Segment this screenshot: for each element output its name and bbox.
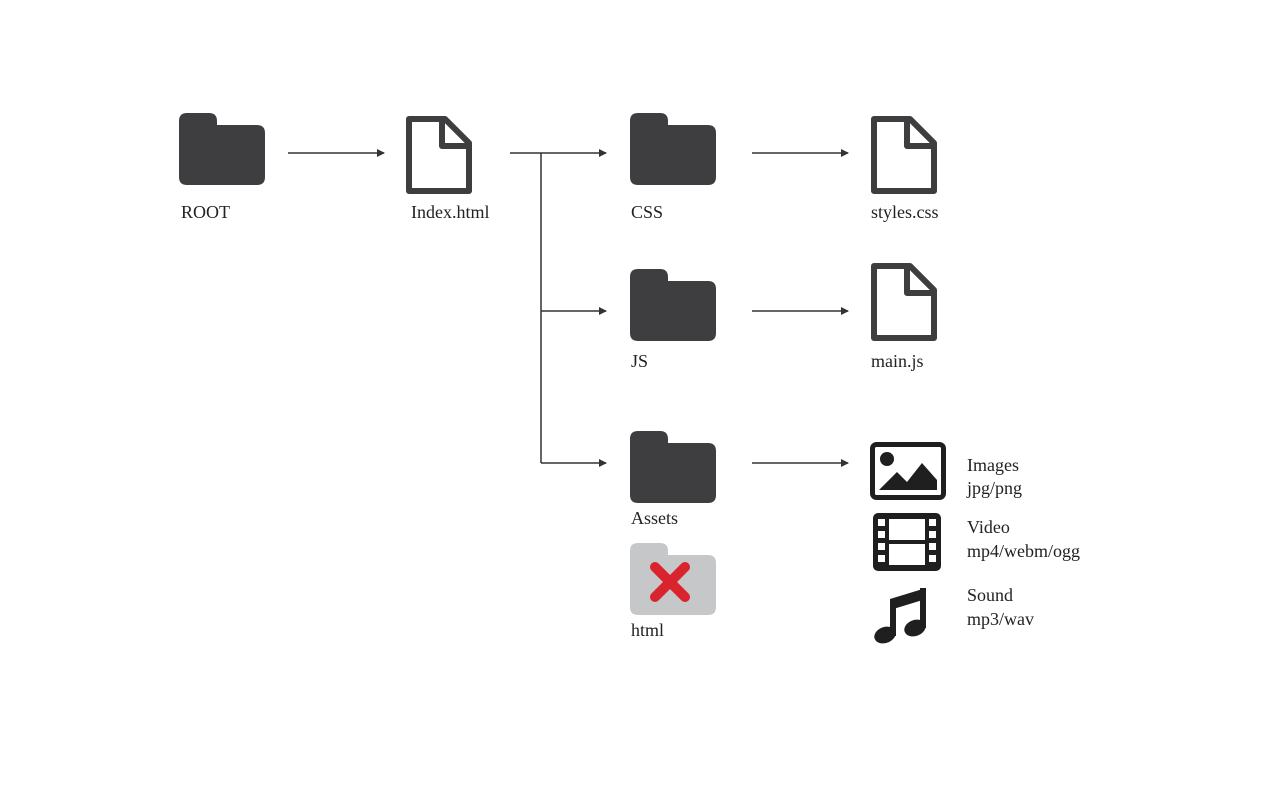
asset-type-images-name: Images <box>967 455 1019 475</box>
asset-type-sound-formats: mp3/wav <box>967 609 1034 629</box>
asset-type-images-formats: jpg/png <box>967 478 1023 498</box>
film-icon <box>873 513 941 571</box>
file-icon <box>871 263 937 341</box>
folder-icon <box>630 431 716 503</box>
file-icon <box>871 116 937 194</box>
folder-icon <box>179 113 265 185</box>
node-assets-label: Assets <box>631 508 679 528</box>
folder-icon <box>630 113 716 185</box>
node-root-label: ROOT <box>181 202 230 222</box>
folder-icon <box>630 269 716 341</box>
node-main-label: main.js <box>871 351 924 371</box>
node-styles-label: styles.css <box>871 202 939 222</box>
music-note-icon <box>874 588 926 644</box>
node-css-label: CSS <box>631 202 664 222</box>
asset-type-video-name: Video <box>967 517 1010 537</box>
node-html-label: html <box>631 620 665 640</box>
asset-type-sound-name: Sound <box>967 585 1014 605</box>
file-icon <box>406 116 472 194</box>
asset-type-video-formats: mp4/webm/ogg <box>967 541 1080 561</box>
image-icon <box>870 442 946 500</box>
node-index-label: Index.html <box>411 202 490 222</box>
node-js-label: JS <box>631 351 649 371</box>
folder-disabled-cross-icon <box>630 543 716 615</box>
